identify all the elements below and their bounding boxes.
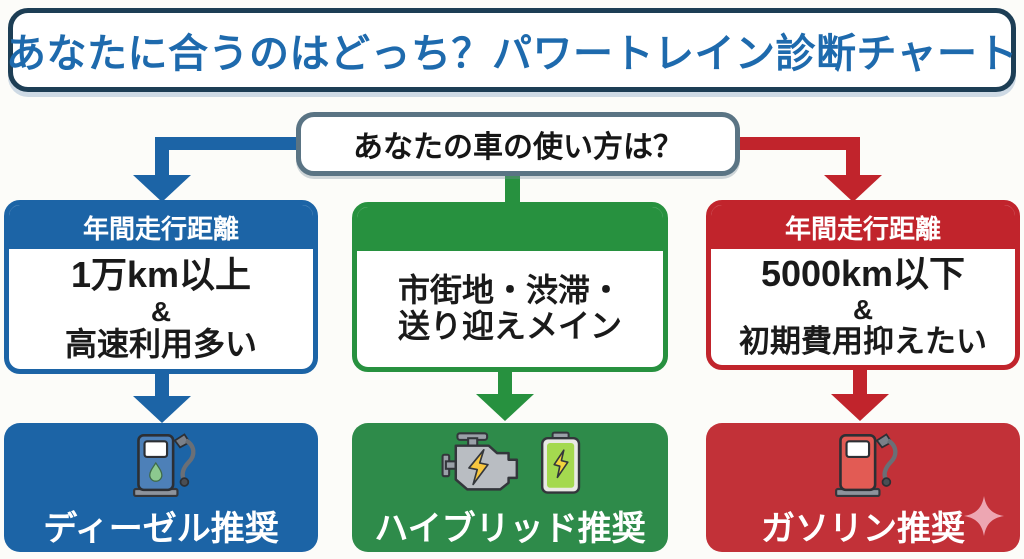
connector-red-lower	[853, 370, 867, 396]
arrowhead-green-bottom	[476, 394, 534, 421]
condition-header-diesel: 年間走行距離	[9, 205, 313, 249]
arrowhead-red-top	[824, 175, 882, 202]
condition-line: 5000km以下	[760, 252, 966, 294]
diesel-icon-row	[122, 427, 200, 499]
arrowhead-blue-top	[133, 175, 191, 202]
diesel-fuel-pump-icon	[133, 433, 196, 498]
title-banner: あなたに合うのはどっち？パワートレイン診断チャート	[5, 8, 1019, 92]
page-title: あなたに合うのはどっち？パワートレイン診断チャート	[5, 32, 1019, 76]
result-label-hybrid: ハイブリッド推奨	[374, 510, 646, 548]
condition-body-hybrid: 市街地・渋滞・ 送り迎えメイン	[357, 251, 663, 367]
connector-blue-vertical	[155, 137, 169, 177]
result-label-gasoline: ガソリン推奨	[761, 510, 965, 548]
condition-box-diesel: 年間走行距離 1万km以上 & 高速利用多い	[4, 200, 318, 374]
condition-line: &	[150, 295, 172, 327]
condition-line: 初期費用抑えたい	[739, 324, 987, 360]
condition-line: &	[852, 294, 874, 326]
condition-line: 1万km以上	[70, 254, 252, 296]
condition-body-gasoline: 5000km以下 & 初期費用抑えたい	[711, 249, 1015, 365]
arrowhead-red-bottom	[831, 394, 889, 421]
arrowhead-blue-bottom	[133, 396, 191, 423]
condition-line: 市街地・渋滞・	[397, 272, 622, 309]
engine-icon	[441, 432, 519, 491]
engine-and-battery-icon	[437, 427, 583, 499]
connector-blue-lower	[155, 374, 169, 398]
battery-icon	[541, 431, 581, 494]
condition-line: 送り迎えメイン	[397, 308, 622, 344]
connector-red-vertical	[846, 137, 860, 177]
condition-box-gasoline: 年間走行距離 5000km以下 & 初期費用抑えたい	[706, 200, 1020, 370]
connector-red-horizontal	[737, 137, 860, 150]
result-label-diesel: ディーゼル推奨	[43, 510, 279, 548]
result-box-gasoline: ガソリン推奨	[706, 423, 1020, 552]
condition-header-gasoline: 年間走行距離	[711, 205, 1015, 249]
question-node: あなたの車の使い方は？	[296, 112, 740, 176]
sparkle-icon	[964, 496, 1004, 536]
condition-header-hybrid	[357, 207, 663, 251]
condition-body-diesel: 1万km以上 & 高速利用多い	[9, 249, 313, 369]
connector-green-lower	[498, 372, 512, 396]
gasoline-fuel-pump-icon	[835, 433, 898, 498]
gasoline-icon-row	[824, 427, 902, 499]
condition-line: 高速利用多い	[64, 325, 257, 362]
condition-box-hybrid: 市街地・渋滞・ 送り迎えメイン	[352, 202, 668, 372]
connector-blue-horizontal	[155, 137, 298, 150]
result-box-diesel: ディーゼル推奨	[4, 423, 318, 552]
result-box-hybrid: ハイブリッド推奨	[352, 423, 668, 552]
connector-green-stub	[505, 172, 520, 206]
question-text: あなたの車の使い方は？	[353, 131, 683, 164]
